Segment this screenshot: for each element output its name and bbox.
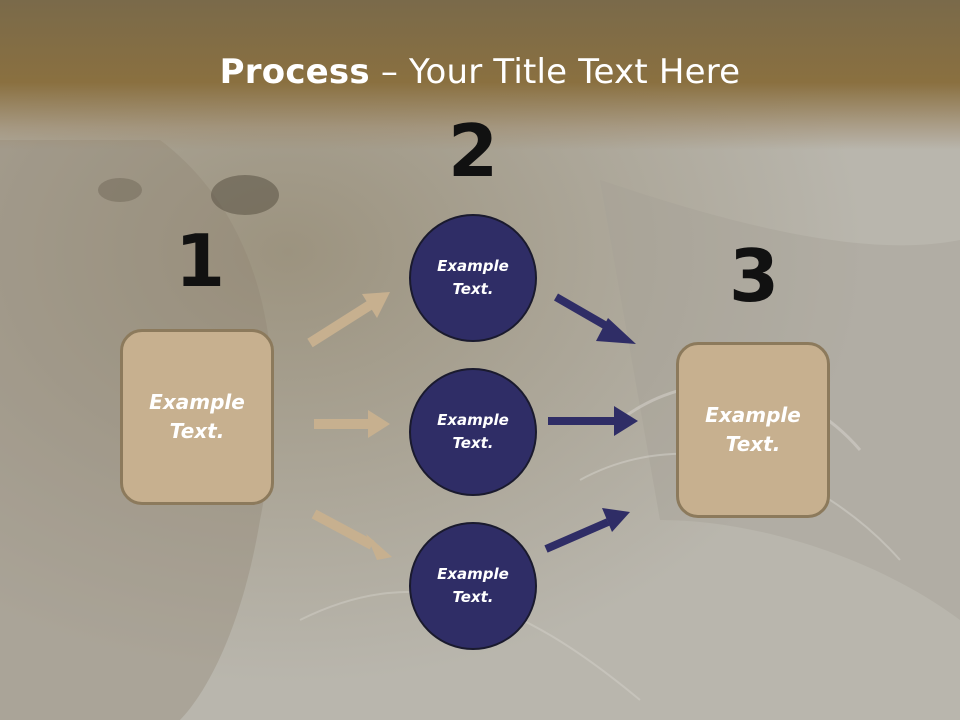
process-box-end: Example Text. xyxy=(676,342,830,518)
arrow-bottom-to-right xyxy=(544,508,630,553)
step-number-3: 3 xyxy=(728,234,780,318)
title-bold: Process xyxy=(219,52,370,92)
step-number-2: 2 xyxy=(447,109,499,193)
process-circle-2: Example Text. xyxy=(409,368,537,496)
title-band xyxy=(0,0,960,150)
circle-text-line1: Example xyxy=(437,565,509,583)
title-rest: Your Title Text Here xyxy=(409,52,741,92)
arrow-left-to-bottom xyxy=(311,509,392,560)
arrow-top-to-right xyxy=(554,293,636,344)
circle-text-line2: Text. xyxy=(452,434,494,452)
process-circle-1: Example Text. xyxy=(409,214,537,342)
circle-text-line2: Text. xyxy=(452,280,494,298)
process-box-start: Example Text. xyxy=(120,329,274,505)
title-separator: – xyxy=(369,52,410,92)
box-text-line2: Text. xyxy=(169,419,225,443)
box-text-line2: Text. xyxy=(725,432,781,456)
arrow-middle-to-right xyxy=(548,406,638,436)
slide-title: Process – Your Title Text Here xyxy=(0,52,960,92)
process-circle-3: Example Text. xyxy=(409,522,537,650)
box-text-line1: Example xyxy=(705,403,801,427)
circle-text-line1: Example xyxy=(437,257,509,275)
circle-text-line2: Text. xyxy=(452,588,494,606)
box-text-line1: Example xyxy=(149,390,245,414)
circle-text-line1: Example xyxy=(437,411,509,429)
step-number-1: 1 xyxy=(174,219,226,303)
arrow-left-to-top xyxy=(307,292,390,348)
arrow-left-to-middle xyxy=(314,410,390,438)
